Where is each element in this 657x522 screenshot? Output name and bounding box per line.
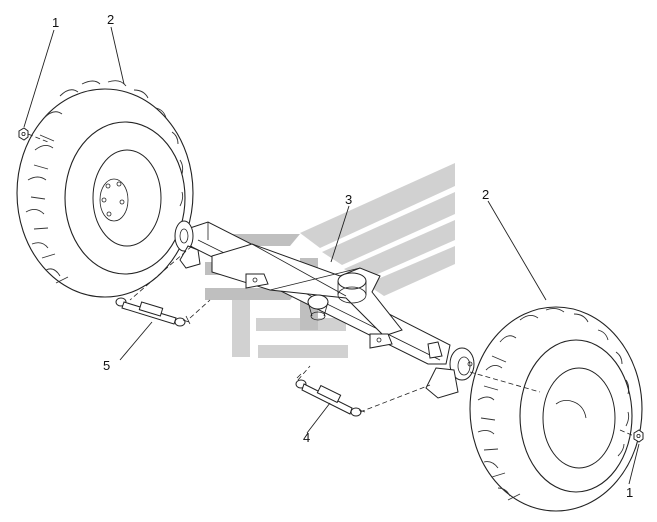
right-tie-rod — [295, 373, 366, 417]
left-tie-rod — [115, 297, 191, 327]
left-wheel — [16, 80, 194, 298]
callout-3: 3 — [345, 192, 352, 207]
right-tyre-inner — [519, 339, 633, 493]
right-wheel — [469, 306, 643, 512]
axle-assembly — [174, 220, 475, 399]
axle-a-frame — [211, 243, 403, 337]
callout-4: 4 — [303, 430, 310, 445]
assembly-lines — [27, 133, 635, 437]
callout-1-left: 1 — [52, 15, 59, 30]
right-nut — [633, 429, 644, 443]
left-hub-disc — [99, 178, 129, 222]
left-tyre-inner — [64, 121, 186, 275]
right-rim — [542, 367, 616, 469]
callout-5: 5 — [103, 358, 110, 373]
left-hub-flange — [174, 220, 194, 252]
callout-1-right: 1 — [626, 485, 633, 500]
callout-2-right: 2 — [482, 187, 489, 202]
callouts: 1 2 3 2 5 4 1 — [52, 12, 633, 500]
left-rim — [92, 149, 162, 247]
left-nut — [18, 127, 29, 141]
callout-2-left: 2 — [107, 12, 114, 27]
right-hub-flange — [449, 347, 475, 381]
leader-lines — [23, 26, 640, 485]
